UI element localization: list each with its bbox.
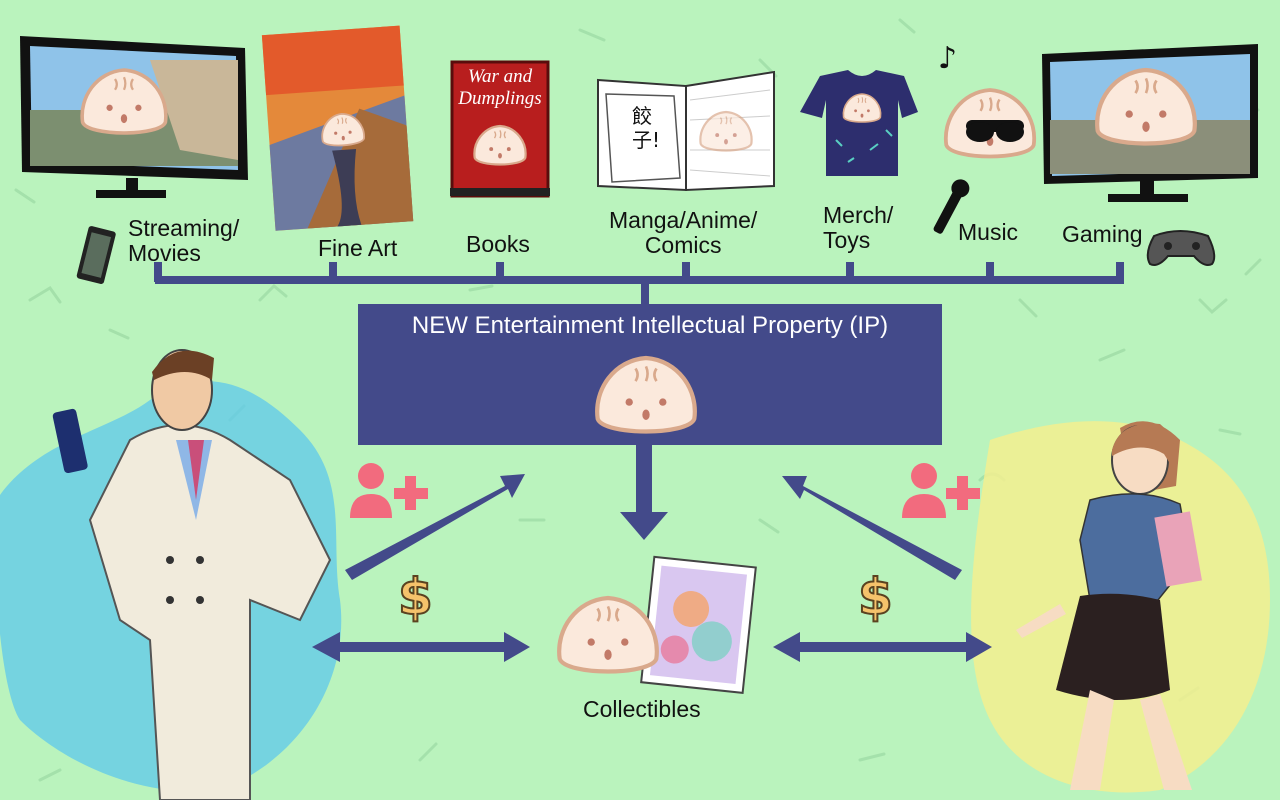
collectibles-label: Collectibles xyxy=(583,697,701,722)
